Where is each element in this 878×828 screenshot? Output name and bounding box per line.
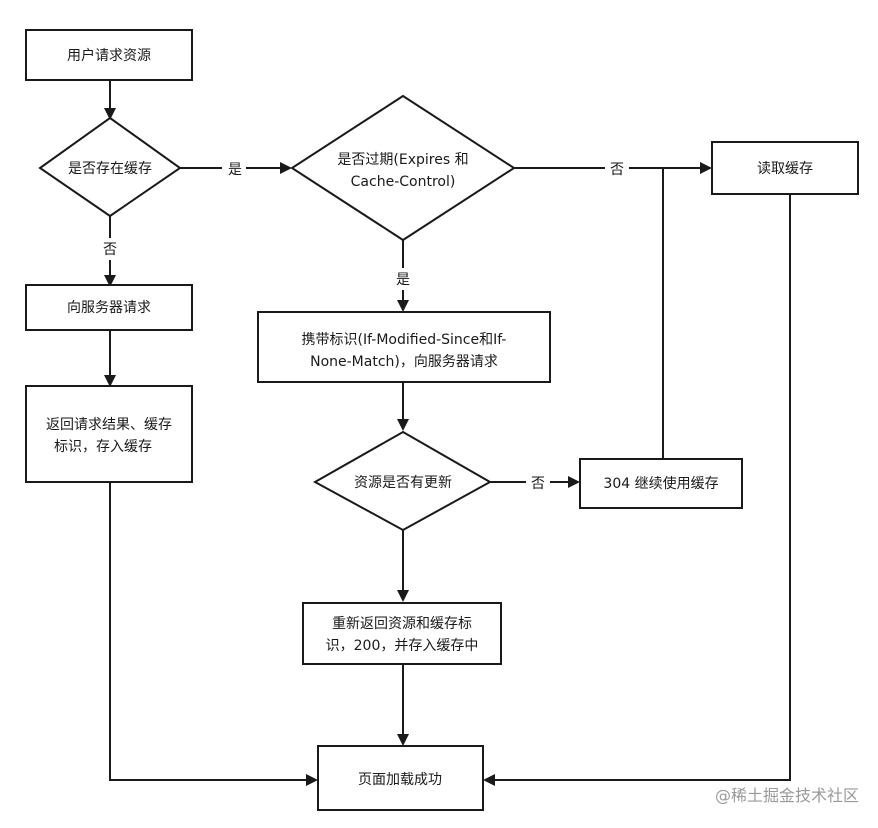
- is-expired-label-line-1: 是否过期(Expires 和: [337, 152, 468, 168]
- edge-label-cache-no: 否: [103, 242, 117, 258]
- has-cache-label: 是否存在缓存: [68, 161, 152, 177]
- return-result-label-line-2: 标识，存入缓存: [54, 439, 152, 455]
- is-expired-label-line-2: Cache-Control): [351, 174, 456, 190]
- not-modified-label: 304 继续使用缓存: [603, 475, 718, 492]
- edge-labels: 是 否 否 是 否: [98, 157, 629, 493]
- request-server-label: 向服务器请求: [67, 300, 151, 316]
- node-return-new: [302, 602, 502, 665]
- page-loaded-label: 页面加载成功: [358, 772, 442, 788]
- read-cache-label: 读取缓存: [757, 160, 813, 177]
- carry-tag-label-line-1: 携带标识(If-Modified-Since和If-: [302, 332, 507, 348]
- return-new-label-line-2: 识，200，并存入缓存中: [326, 638, 479, 654]
- edge-return-result-to-page-loaded: [109, 482, 318, 786]
- node-resource-updated-decision: [312, 430, 493, 532]
- edge-label-cache-yes: 是: [228, 162, 242, 178]
- edge-read-cache-to-page-loaded: [483, 194, 791, 786]
- node-not-modified: [579, 458, 743, 509]
- node-carry-tag: [257, 311, 551, 383]
- carry-tag-label-line-2: None-Match)，向服务器请求: [310, 354, 498, 370]
- connectors: [104, 80, 791, 786]
- edge-label-updated-no: 否: [531, 476, 545, 492]
- node-read-cache: [711, 141, 859, 195]
- return-result-label-line-1: 返回请求结果、缓存: [46, 417, 172, 433]
- node-has-cache-decision: [38, 116, 182, 218]
- return-new-label-line-1: 重新返回资源和缓存标: [332, 616, 472, 632]
- node-return-result: [25, 385, 193, 483]
- node-request-server: [25, 284, 193, 331]
- node-is-expired-decision: [290, 94, 516, 242]
- node-page-loaded: [317, 745, 484, 811]
- edge-label-expired-no: 否: [610, 162, 624, 178]
- node-user-request: [25, 29, 193, 81]
- resource-updated-label: 资源是否有更新: [354, 475, 452, 491]
- edge-label-expired-yes: 是: [396, 272, 410, 288]
- nodes: [25, 29, 859, 811]
- node-labels: 用户请求资源 是否存在缓存 是否过期(Expires 和 Cache-Contr…: [46, 47, 813, 788]
- user-request-label: 用户请求资源: [67, 47, 151, 64]
- watermark-text: @稀土掘金技术社区: [715, 786, 859, 805]
